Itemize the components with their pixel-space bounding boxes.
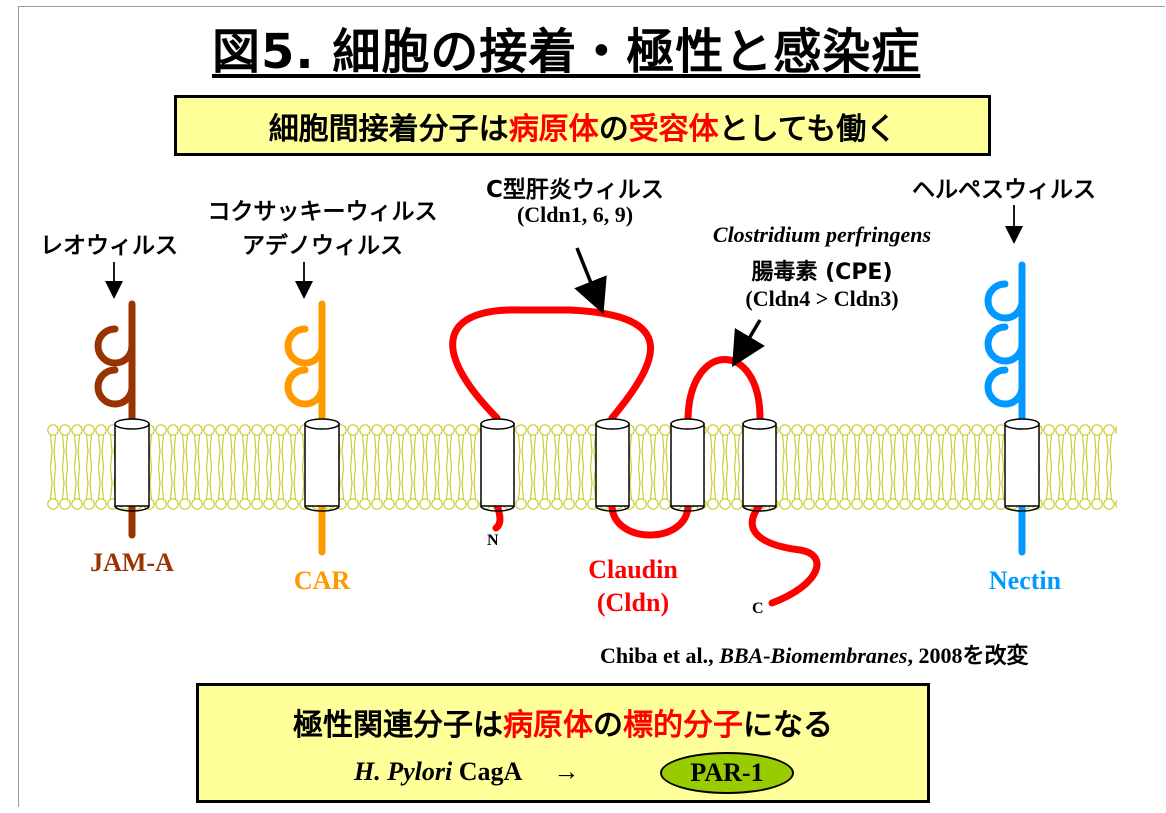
target-summary-box: 極性関連分子は病原体の標的分子になる bbox=[196, 683, 930, 803]
cag-gene: CagA bbox=[452, 757, 521, 786]
arrow-icon: → bbox=[553, 757, 580, 786]
claudin-cylinders bbox=[480, 418, 777, 512]
page-title: 図5. 細胞の接着・極性と感染症 bbox=[212, 24, 921, 80]
citation-journal: BBA-Biomembranes bbox=[719, 643, 908, 668]
herpesvirus-label: ヘルペスウィルス bbox=[912, 177, 1096, 203]
target-pathogen: 病原体 bbox=[503, 708, 593, 743]
organism-name: H. Pylori bbox=[354, 757, 453, 786]
coxsackievirus-label: コクサッキーウィルス bbox=[207, 199, 438, 225]
nectin-protein bbox=[984, 261, 1026, 556]
clostridium-label: Clostridium perfringens bbox=[712, 222, 932, 247]
hepatitis-c-label: C型肝炎ウィルス bbox=[486, 177, 664, 203]
citation-year: , 2008を改変 bbox=[907, 643, 1029, 668]
hepatitis-c-claudins: (Cldn1, 6, 9) bbox=[516, 202, 634, 227]
citation: Chiba et al., BBA-Biomembranes, 2008を改変 bbox=[600, 638, 1028, 670]
target-text-2: の bbox=[593, 708, 623, 743]
jam-a-protein bbox=[94, 300, 136, 539]
reovirus-label: レオウィルス bbox=[40, 233, 178, 259]
receptor-summary-box: 細胞間接着分子は病原体の受容体としても働く bbox=[174, 95, 991, 156]
n-terminus-label: N bbox=[487, 532, 499, 549]
claudin-protein bbox=[449, 306, 821, 607]
lipid-bilayer bbox=[47, 424, 1117, 510]
nectin-label: Nectin bbox=[988, 566, 1062, 595]
claudin-label: Claudin bbox=[588, 555, 678, 584]
target-summary-line: 極性関連分子は病原体の標的分子になる bbox=[199, 700, 927, 744]
jam-a-label: JAM-A bbox=[90, 548, 174, 577]
cpe-arrow bbox=[732, 319, 765, 368]
hepc-arrow bbox=[574, 247, 607, 315]
summary-text-3: としても働く bbox=[718, 111, 897, 147]
slide-frame bbox=[18, 6, 1165, 807]
par1-ellipse: PAR-1 bbox=[660, 752, 794, 794]
citation-authors: Chiba et al., bbox=[600, 643, 720, 668]
car-label: CAR bbox=[293, 566, 351, 595]
summary-receptor: 受容体 bbox=[628, 111, 719, 147]
target-text-3: になる bbox=[743, 708, 833, 743]
target-molecule: 標的分子 bbox=[623, 708, 743, 743]
nectin-cylinder bbox=[1004, 418, 1040, 512]
enterotoxin-label: 腸毒素 (CPE) bbox=[751, 260, 893, 285]
summary-text-2: の bbox=[598, 111, 629, 147]
car-protein bbox=[284, 300, 326, 556]
summary-text-1: 細胞間接着分子は bbox=[268, 111, 509, 147]
enterotoxin-claudins: (Cldn4 > Cldn3) bbox=[745, 286, 899, 311]
summary-pathogen: 病原体 bbox=[508, 111, 599, 147]
jam-a-cylinder bbox=[114, 418, 150, 512]
c-terminus-label: C bbox=[752, 600, 764, 617]
claudin-abbr-label: (Cldn) bbox=[596, 588, 670, 617]
cag-line: H. Pylori CagA → bbox=[354, 757, 579, 787]
car-cylinder bbox=[304, 418, 340, 512]
adenovirus-label: アデノウィルス bbox=[242, 233, 403, 259]
target-text-1: 極性関連分子は bbox=[293, 708, 503, 743]
